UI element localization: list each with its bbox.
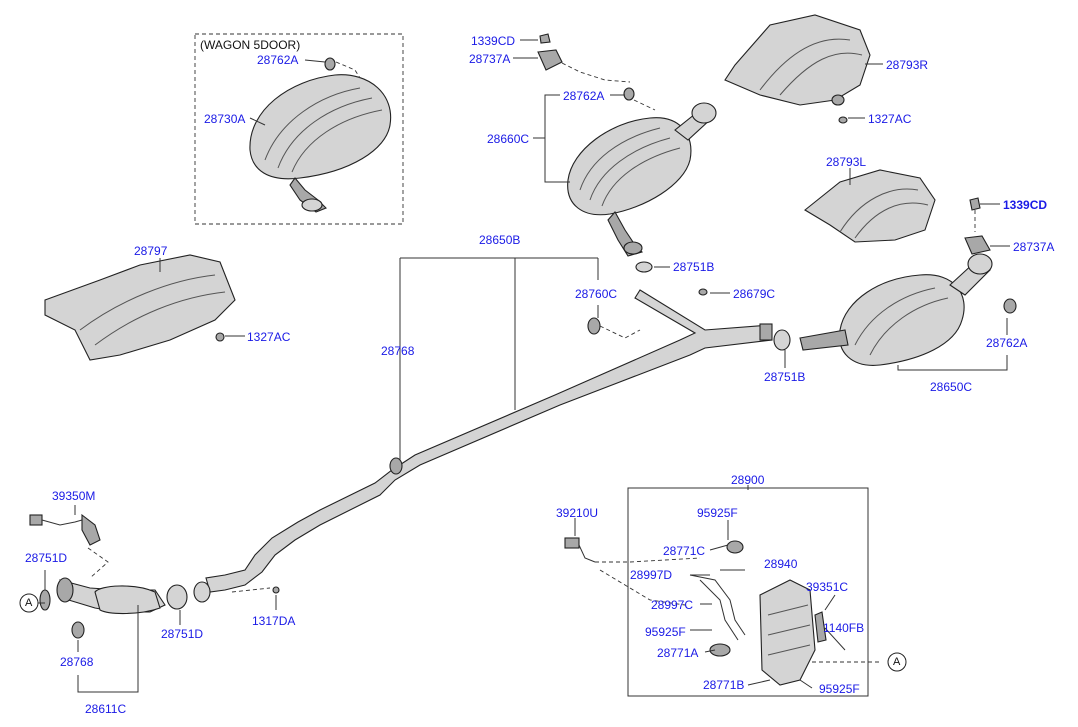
front-pipe-part (39, 547, 280, 639)
label-28771B: 28771B (703, 678, 745, 692)
ref-marker-right-circle (887, 652, 907, 672)
label-1339CD-top: 1339CD (471, 34, 516, 48)
label-28793L: 28793L (826, 155, 867, 169)
label-28940: 28940 (764, 557, 798, 571)
label-28771A: 28771A (657, 646, 699, 660)
label-28650C: 28650C (930, 380, 973, 394)
wagon-muffler-part (249, 57, 392, 213)
heat-protector-right-part (724, 14, 871, 124)
label-1327AC-left: 1327AC (247, 330, 291, 344)
label-28737A-top: 28737A (469, 52, 511, 66)
label-28751B-top: 28751B (673, 260, 715, 274)
label-28760C: 28760C (575, 287, 618, 301)
label-28751D-bottom: 28751D (161, 627, 204, 641)
ref-marker-right: A (893, 656, 901, 668)
main-pipe-part (205, 288, 791, 593)
label-95925F-bottom: 95925F (819, 682, 860, 696)
label-95925F-middle: 95925F (645, 625, 686, 639)
label-28797: 28797 (134, 244, 168, 258)
rear-muffler-part (567, 102, 717, 273)
label-28751B-middle: 28751B (764, 370, 806, 384)
label-1339CD-right: 1339CD (1003, 198, 1048, 212)
wagon-variant-note: (WAGON 5DOOR) (200, 38, 301, 52)
heat-protector-front-part (44, 254, 236, 361)
oxygen-sensor-rear-part (564, 537, 596, 563)
ref-marker-left: A (25, 597, 33, 609)
label-28730A: 28730A (204, 112, 246, 126)
label-28793R: 28793R (886, 58, 929, 72)
leader-lines (44, 39, 1010, 693)
heat-protector-left-part (804, 169, 936, 243)
label-1327AC-top: 1327AC (868, 112, 912, 126)
label-28768-middle: 28768 (381, 344, 415, 358)
label-28762A-wagon: 28762A (257, 53, 299, 67)
label-39350M: 39350M (52, 489, 96, 503)
label-28771C: 28771C (663, 544, 706, 558)
center-muffler-part (799, 253, 1017, 366)
label-28900: 28900 (731, 473, 765, 487)
label-28650B: 28650B (479, 233, 521, 247)
oxygen-sensor-front-part (29, 513, 101, 546)
label-28762A-top: 28762A (563, 89, 605, 103)
label-28768-bottom: 28768 (60, 655, 94, 669)
label-28611C: 28611C (85, 702, 127, 716)
label-39351C: 39351C (806, 580, 849, 594)
catalytic-converter-part (689, 540, 827, 686)
label-1317DA: 1317DA (252, 614, 296, 628)
label-1140FB: 1140FB (823, 621, 865, 635)
label-39210U: 39210U (556, 506, 599, 520)
wagon-variant-box (194, 33, 404, 225)
label-28997D: 28997D (630, 568, 673, 582)
right-hanger-part (964, 197, 991, 255)
label-28997C: 28997C (651, 598, 694, 612)
label-28751D-left: 28751D (25, 551, 68, 565)
label-28737A-right: 28737A (1013, 240, 1055, 254)
top-hanger-part (537, 33, 656, 111)
label-95925F-top: 95925F (697, 506, 738, 520)
label-28762A-right: 28762A (986, 336, 1028, 350)
label-28679C: 28679C (733, 287, 776, 301)
label-28660C: 28660C (487, 132, 530, 146)
